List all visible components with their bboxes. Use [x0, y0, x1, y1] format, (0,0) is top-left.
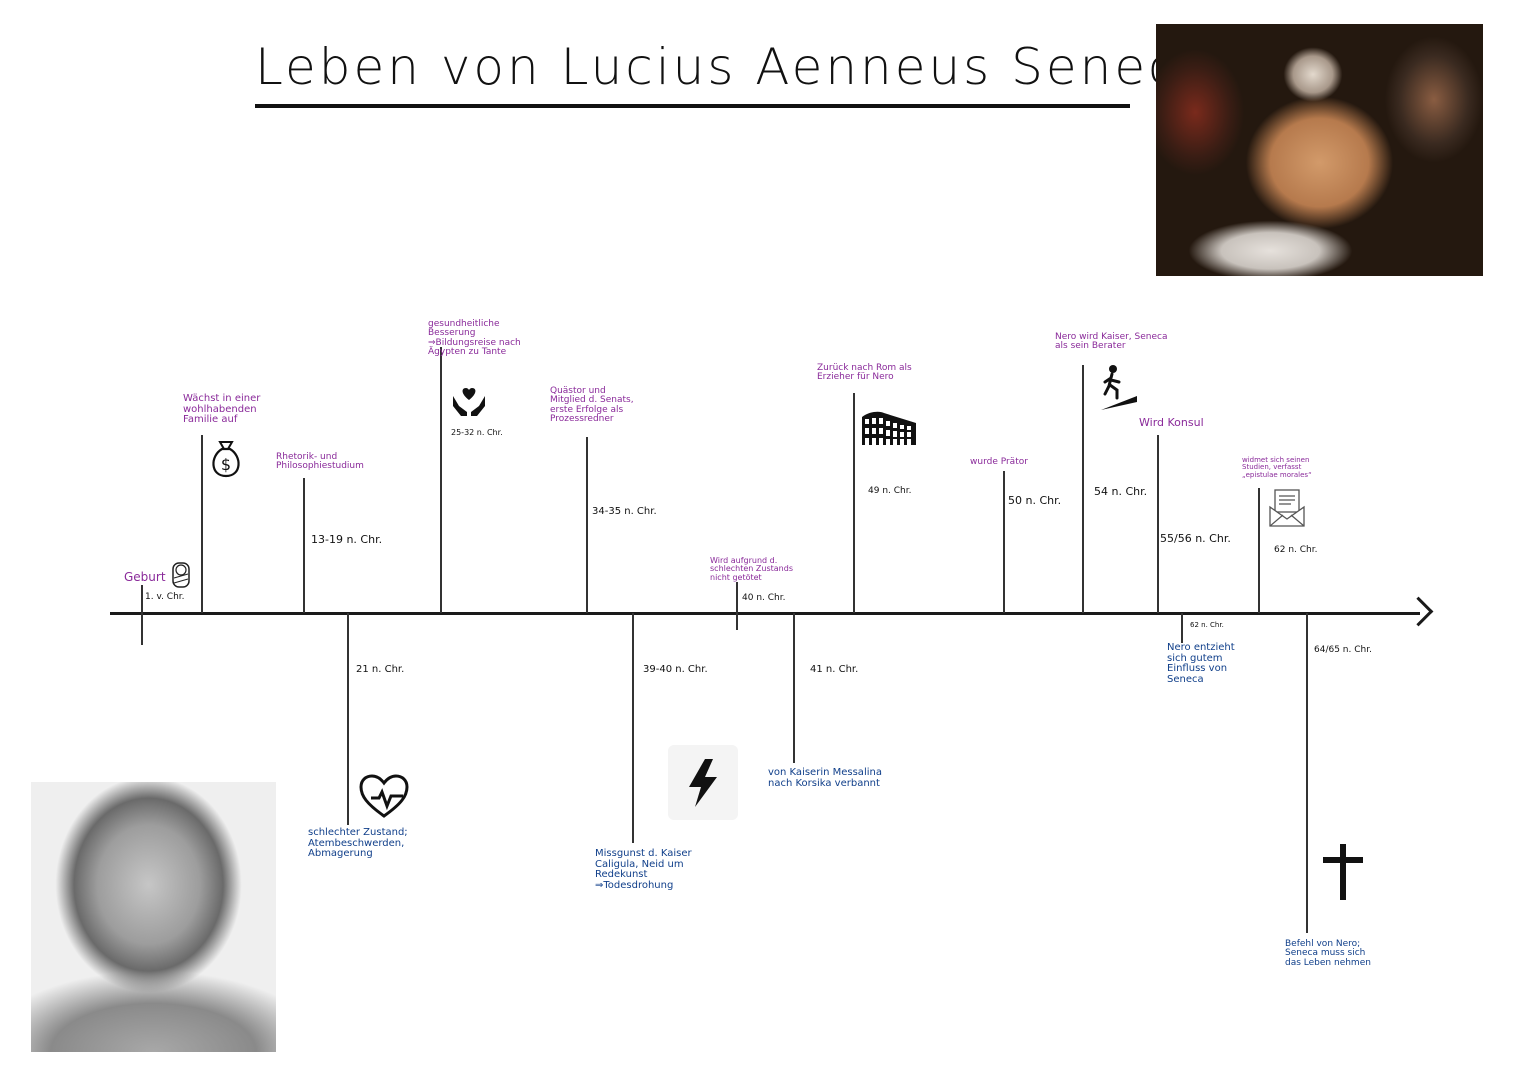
- seneca-bust-image: [31, 782, 276, 1052]
- event-label-nero-emperor: Nero wird Kaiser, Seneca als sein Berate…: [1055, 332, 1168, 352]
- tick-nero-emperor: [1082, 365, 1084, 613]
- page-title: Leben von Lucius Aenneus Seneca: [255, 38, 1213, 96]
- tick-birth: [141, 585, 143, 645]
- tick-return-rome: [853, 393, 855, 613]
- tick-exile-corsica: [793, 613, 795, 763]
- event-date-not-killed: 40 n. Chr.: [742, 593, 786, 603]
- heartbeat-icon: [358, 773, 410, 819]
- event-label-return-rome: Zurück nach Rom als Erzieher für Nero: [817, 363, 912, 383]
- baby-icon: [170, 560, 192, 590]
- event-date-epistulae: 62 n. Chr.: [1274, 545, 1318, 555]
- tick-nero-withdraws: [1181, 613, 1183, 643]
- event-label-rhetoric-study: Rhetorik- und Philosophiestudium: [276, 452, 364, 472]
- event-label-nero-withdraws: Nero entzieht sich gutem Einfluss von Se…: [1167, 642, 1235, 685]
- tick-epistulae: [1258, 488, 1260, 613]
- event-date-bad-health: 21 n. Chr.: [356, 664, 405, 675]
- event-date-rhetoric-study: 13-19 n. Chr.: [311, 533, 383, 546]
- climbing-stairs-icon: [1098, 363, 1138, 411]
- event-label-consul: Wird Konsul: [1139, 416, 1204, 429]
- svg-text:$: $: [221, 455, 231, 474]
- event-date-return-rome: 49 n. Chr.: [868, 486, 912, 496]
- tick-not-killed: [736, 582, 738, 630]
- timeline-arrow-icon: [1403, 596, 1434, 627]
- event-label-caligula: Missgunst d. Kaiser Caligula, Neid um Re…: [595, 848, 692, 891]
- event-date-nero-emperor: 54 n. Chr.: [1094, 485, 1148, 498]
- event-label-quaestor: Quästor und Mitglied d. Senats, erste Er…: [550, 386, 634, 425]
- caring-hands-heart-icon: [450, 385, 488, 417]
- event-date-quaestor: 34-35 n. Chr.: [592, 506, 657, 517]
- event-label-exile-corsica: von Kaiserin Messalina nach Korsika verb…: [768, 767, 882, 789]
- event-date-death: 64/65 n. Chr.: [1314, 645, 1372, 655]
- tick-bad-health: [347, 613, 349, 825]
- event-date-egypt-journey: 25-32 n. Chr.: [451, 428, 503, 437]
- tick-wealthy-family: [201, 435, 203, 613]
- tick-rhetoric-study: [303, 478, 305, 613]
- tick-consul: [1157, 435, 1159, 613]
- tick-praetor: [1003, 471, 1005, 613]
- envelope-letter-icon: [1268, 488, 1306, 528]
- event-label-birth: Geburt: [124, 570, 166, 584]
- event-date-exile-corsica: 41 n. Chr.: [810, 664, 859, 675]
- event-label-bad-health: schlechter Zustand; Atembeschwerden, Abm…: [308, 827, 408, 859]
- colosseum-icon: [860, 408, 918, 448]
- event-date-consul: 55/56 n. Chr.: [1160, 532, 1231, 545]
- timeline-axis: [110, 612, 1420, 615]
- event-date-nero-withdraws: 62 n. Chr.: [1190, 621, 1224, 629]
- cross-icon: [1320, 842, 1366, 902]
- event-date-caligula: 39-40 n. Chr.: [643, 664, 708, 675]
- tick-egypt-journey: [440, 347, 442, 613]
- tick-quaestor: [586, 437, 588, 613]
- event-label-praetor: wurde Prätor: [970, 457, 1028, 467]
- event-date-birth: 1. v. Chr.: [145, 592, 185, 602]
- money-bag-icon: $: [207, 438, 245, 478]
- event-date-praetor: 50 n. Chr.: [1008, 494, 1062, 507]
- event-label-egypt-journey: gesundheitliche Besserung ⇒Bildungsreise…: [428, 319, 521, 358]
- lightning-icon: [668, 745, 738, 820]
- seneca-death-painting: [1156, 24, 1483, 276]
- event-label-death: Befehl von Nero; Seneca muss sich das Le…: [1285, 939, 1371, 968]
- tick-death: [1306, 613, 1308, 933]
- event-label-not-killed: Wird aufgrund d. schlechten Zustands nic…: [710, 556, 793, 582]
- title-underline: [255, 104, 1130, 108]
- event-label-epistulae: widmet sich seinen Studien, verfasst „ep…: [1242, 456, 1312, 479]
- tick-caligula: [632, 613, 634, 843]
- event-label-wealthy-family: Wächst in einer wohlhabenden Familie auf: [183, 393, 261, 425]
